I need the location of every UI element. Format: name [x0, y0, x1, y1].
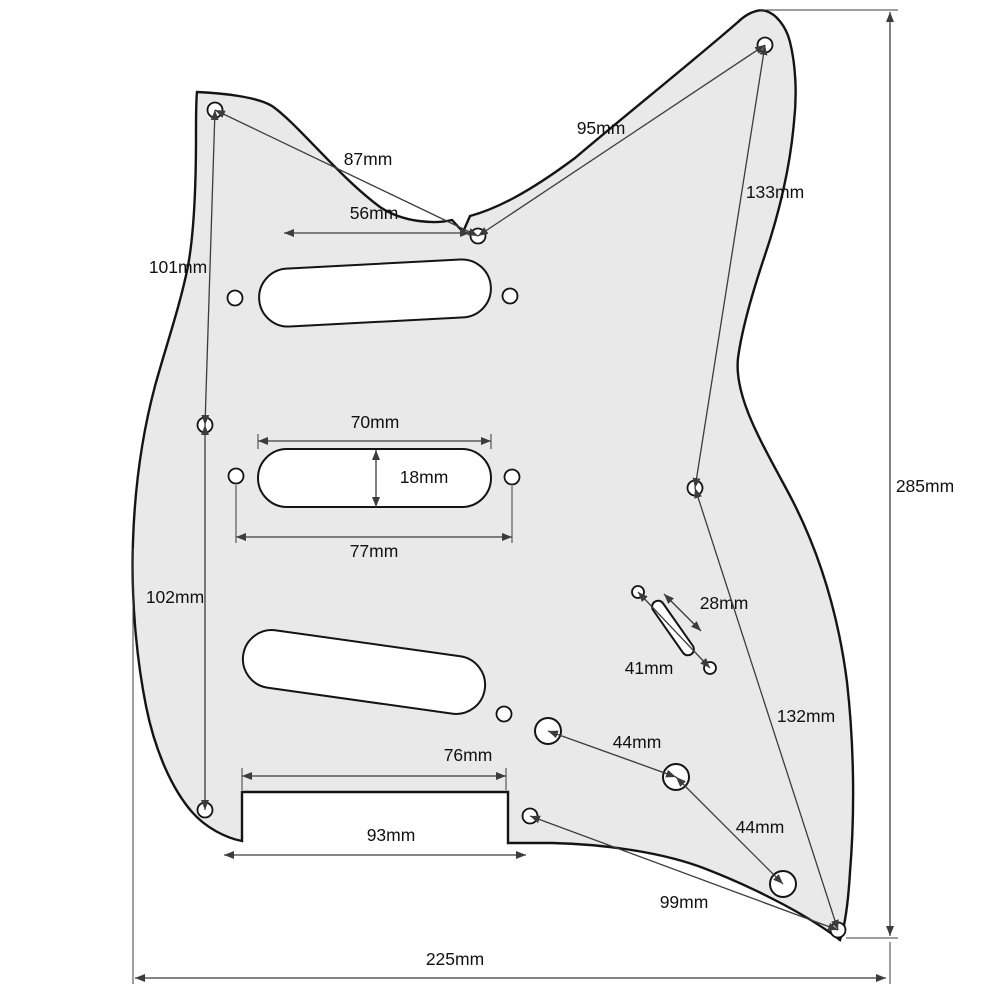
neck-pickup-slot: [258, 258, 492, 328]
dim-label: 28mm: [700, 593, 749, 613]
dimension-44mm-upper: 44mm: [547, 730, 677, 778]
dim-label: 41mm: [625, 658, 674, 678]
dimension-93mm: 93mm: [224, 825, 526, 859]
dimension-101mm: 101mm: [149, 109, 219, 426]
screw-hole: [501, 287, 519, 305]
dim-label: 44mm: [736, 817, 785, 837]
dimension-285mm-overall-height: 285mm: [760, 9, 954, 939]
dim-line: [201, 109, 219, 426]
dimension-99mm: 99mm: [529, 815, 839, 931]
dim-label: 76mm: [444, 745, 493, 765]
dimension-56mm: 56mm: [284, 203, 470, 237]
dim-label: 95mm: [577, 118, 626, 138]
dim-label: 102mm: [146, 587, 204, 607]
dim-line: [529, 815, 839, 931]
dim-label: 87mm: [344, 149, 393, 169]
dim-label: 133mm: [746, 182, 804, 202]
dim-line: [214, 109, 479, 237]
middle-pickup-slot: [257, 448, 492, 508]
dim-line: [692, 44, 768, 489]
dim-label: 18mm: [400, 467, 449, 487]
dim-line: [547, 730, 677, 778]
dim-label: 56mm: [350, 203, 399, 223]
dimension-77mm: 77mm: [235, 485, 513, 561]
dimension-76mm: 76mm: [241, 745, 507, 790]
dim-label: 70mm: [351, 412, 400, 432]
dimension-87mm: 87mm: [214, 109, 479, 237]
dim-label: 99mm: [660, 892, 709, 912]
bridge-pickup-slot: [241, 629, 487, 715]
dimension-70mm: 70mm: [257, 412, 492, 449]
dim-label: 93mm: [367, 825, 416, 845]
dimension-225mm-overall-width: 225mm: [132, 548, 891, 984]
dim-label: 77mm: [350, 541, 399, 561]
dimension-102mm: 102mm: [146, 425, 209, 810]
dim-label: 101mm: [149, 257, 207, 277]
screw-hole: [495, 705, 513, 723]
dimension-18mm: 18mm: [372, 450, 449, 507]
dimension-133mm: 133mm: [692, 44, 804, 489]
dim-label: 132mm: [777, 706, 835, 726]
dimensions: 95mm 87mm 56mm 133mm 101mm 70mm 18mm: [132, 9, 954, 984]
screw-hole: [227, 467, 245, 485]
screw-hole: [503, 468, 521, 486]
dim-label: 225mm: [426, 949, 484, 969]
dim-label: 44mm: [613, 732, 662, 752]
dim-label: 285mm: [896, 476, 954, 496]
screw-hole: [226, 289, 244, 307]
